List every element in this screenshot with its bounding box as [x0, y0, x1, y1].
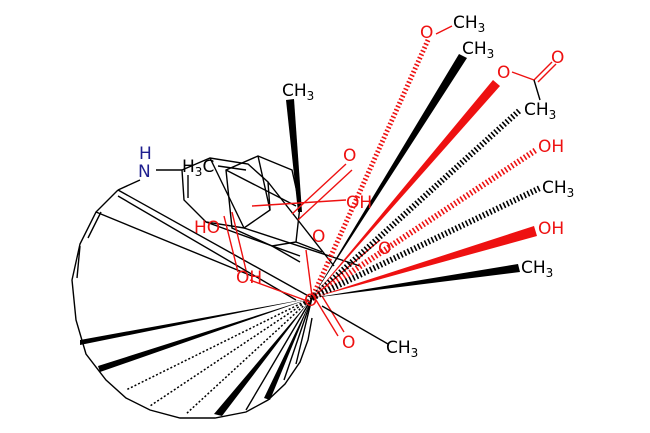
- acetate-carbonyl-o-label: O: [551, 48, 564, 68]
- ring-oh-right-label: OH: [346, 193, 372, 213]
- left-top-ch3-label: CH3: [282, 81, 314, 103]
- mid-ch3-label: CH3: [542, 178, 574, 200]
- nh-n-label: N: [138, 162, 151, 182]
- acetate-ch3-label: CH3: [524, 100, 556, 122]
- macrocycle-ring: [71, 189, 313, 419]
- ring-o-mid-label: O: [312, 227, 325, 247]
- center-o-label: O: [304, 291, 317, 311]
- lower-oh-label: OH: [538, 219, 564, 239]
- top-methyl-wedge: [286, 99, 302, 212]
- methoxy-o-label: O: [420, 23, 433, 43]
- methoxy-ch3-label: CH3: [453, 13, 485, 35]
- ho-left-label: HO: [194, 218, 220, 238]
- lower-ch3-label: CH3: [386, 338, 418, 360]
- acetate-o-label: O: [497, 63, 510, 83]
- ring-o-top-label: O: [343, 146, 356, 166]
- top-ch3-label: CH3: [462, 39, 494, 61]
- h3c-label: H3C: [182, 157, 214, 179]
- nh-h-label: H: [139, 144, 152, 164]
- lower-methyl-bond: [321, 305, 389, 345]
- aromatic-ring: [181, 155, 361, 267]
- upper-oh-label: OH: [538, 137, 564, 157]
- oh-center-label: OH: [236, 268, 262, 288]
- bottom-right-ch3-label: CH3: [521, 258, 553, 280]
- oxygen-bonds-center: [223, 163, 381, 337]
- lower-carbonyl-o-label: O: [342, 333, 355, 353]
- substituent-fan: [309, 25, 557, 301]
- n-ring-bond: [117, 179, 141, 191]
- hub-bonds-left: [80, 297, 313, 416]
- ring-o-side-label: O: [378, 239, 391, 259]
